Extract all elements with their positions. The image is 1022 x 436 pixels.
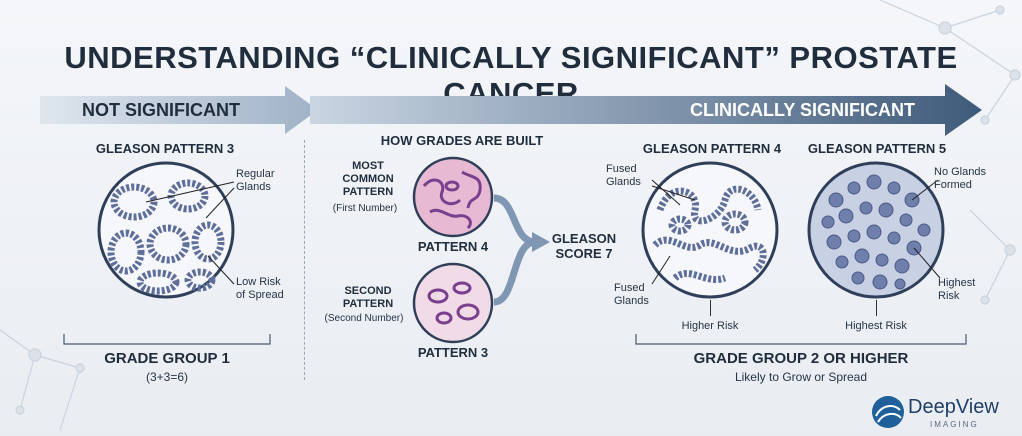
combine-arrow (494, 194, 550, 306)
deepview-logo-tagline: IMAGING (930, 420, 979, 429)
how-grades-built-heading: HOW GRADES ARE BUILT (380, 133, 544, 148)
deepview-logo-mark (872, 396, 904, 428)
first-number-note: (First Number) (332, 203, 398, 214)
fused-glands-bottom-callout: Fused Glands (614, 282, 649, 307)
pattern-4-illustration (641, 161, 779, 299)
grade-group-1-bracket (63, 334, 271, 345)
highest-risk-label: Highest Risk (845, 320, 907, 332)
pattern-5-heading: GLEASON PATTERN 5 (807, 141, 947, 156)
grade-group-2-subtitle: Likely to Grow or Spread (734, 370, 868, 384)
highest-risk-pointer (876, 300, 877, 316)
section-divider (304, 140, 305, 380)
grade-group-2-bracket (635, 334, 967, 345)
pattern-5-illustration (807, 161, 945, 299)
low-risk-callout: Low Risk of Spread (236, 276, 284, 301)
pattern-4-heading: GLEASON PATTERN 4 (642, 141, 782, 156)
pattern-3-label: PATTERN 3 (417, 345, 489, 360)
pattern-3-heading: GLEASON PATTERN 3 (95, 141, 235, 156)
pattern-4-histology-circle (412, 156, 494, 238)
not-significant-arrow (40, 86, 318, 134)
clinically-significant-arrow (310, 84, 982, 136)
not-significant-label: NOT SIGNIFICANT (82, 100, 240, 120)
fused-glands-top-callout: Fused Glands (606, 163, 641, 188)
significance-arrows (40, 84, 982, 136)
second-pattern-label: SECOND PATTERN (342, 285, 394, 310)
most-common-pattern-label: MOST COMMON PATTERN (342, 160, 394, 198)
clinically-significant-label: CLINICALLY SIGNIFICANT (690, 100, 916, 120)
pattern-3-illustration (97, 161, 235, 299)
no-glands-formed-callout: No Glands Formed (934, 166, 986, 191)
pattern-3-histology-circle (412, 262, 494, 344)
grade-group-1-formula: (3+3=6) (145, 370, 189, 384)
grade-group-1-label: GRADE GROUP 1 (104, 350, 230, 367)
regular-glands-callout: Regular Glands (236, 168, 275, 193)
higher-risk-pointer (710, 300, 711, 316)
gleason-score-label: GLEASON SCORE 7 (551, 231, 617, 261)
highest-risk-side-callout: Highest Risk (938, 277, 976, 302)
higher-risk-label: Higher Risk (681, 320, 739, 332)
grade-group-2-label: GRADE GROUP 2 OR HIGHER (693, 350, 909, 367)
deepview-logo-name: DeepView (908, 396, 999, 418)
pattern-4-label: PATTERN 4 (417, 239, 489, 254)
second-number-note: (Second Number) (324, 313, 404, 324)
